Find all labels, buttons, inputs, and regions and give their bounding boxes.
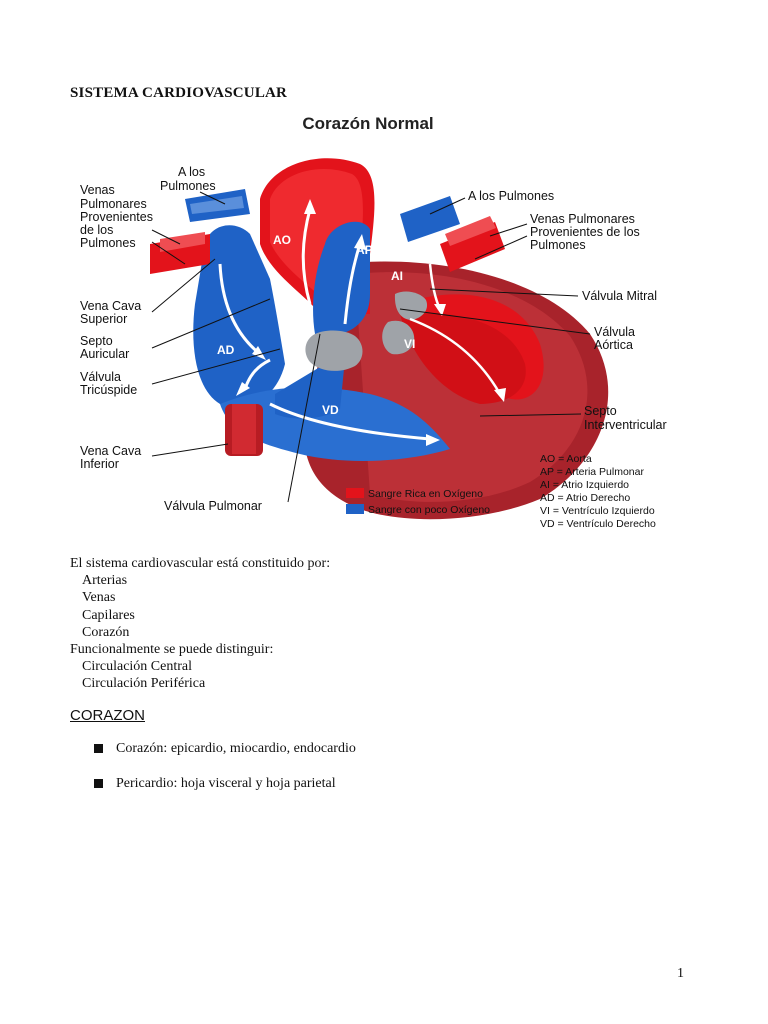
label-valvula-mitral: Válvula Mitral [582, 289, 657, 303]
page-number: 1 [677, 966, 684, 981]
label-valvula-aortica: Válvula Aórtica [594, 325, 638, 352]
list-item: Corazón [82, 624, 130, 640]
label-valvula-tricuspide: Válvula Tricúspide [80, 370, 137, 397]
list-item: Venas [82, 590, 116, 606]
chamber-ai: AI [391, 269, 403, 283]
label-a-los-pulmones-left: A los Pulmones [160, 165, 216, 193]
chamber-ad: AD [217, 343, 235, 357]
list-item: Arterias [82, 573, 128, 589]
legend-swatch-oxygenated [346, 488, 364, 498]
list-item: Circulación Periférica [82, 676, 206, 692]
legend-swatch-deoxygenated [346, 504, 364, 514]
label-venas-pulmonares-left: Venas Pulmonares Provenientes de los Pul… [80, 183, 156, 250]
list-item: Capilares [82, 607, 135, 623]
right-atrium [193, 225, 285, 408]
body-text: El sistema cardiovascular está constitui… [70, 555, 330, 693]
label-vena-cava-inferior: Vena Cava Inferior [80, 444, 145, 471]
septum [305, 330, 363, 371]
square-bullet-icon [94, 744, 103, 753]
chamber-ao: AO [273, 233, 291, 247]
list-item: Circulación Central [82, 659, 193, 675]
page-title: SISTEMA CARDIOVASCULAR [70, 85, 288, 101]
legend-label-oxygenated: Sangre Rica en Oxígeno [368, 488, 483, 500]
leader-lines [151, 191, 591, 503]
label-vena-cava-superior: Vena Cava Superior [80, 299, 145, 326]
section-heading: CORAZON [70, 707, 145, 724]
chamber-vd: VD [322, 403, 339, 417]
label-septo-interventricular: Septo Interventricular [584, 404, 667, 432]
square-bullet-icon [94, 779, 103, 788]
abbreviation-list: AO = Aorta AP = Arteria Pulmonar AI = At… [540, 453, 658, 530]
chamber-ap: AP [356, 243, 373, 257]
label-a-los-pulmones-right: A los Pulmones [468, 189, 554, 203]
functional-intro-line: Funcionalmente se puede distinguir: [70, 642, 274, 658]
legend-label-deoxygenated: Sangre con poco Oxígeno [368, 504, 490, 516]
heart-illustration: Corazón Normal [80, 114, 667, 530]
heart-diagram: Corazón Normal [70, 104, 700, 540]
chamber-vi: VI [404, 337, 415, 351]
label-venas-pulmonares-right: Venas Pulmonares Provenientes de los Pul… [530, 212, 643, 252]
pulmonary-artery [313, 221, 370, 334]
label-valvula-pulmonar: Válvula Pulmonar [164, 499, 262, 513]
figure-title: Corazón Normal [302, 114, 433, 133]
label-septo-auricular: Septo Auricular [80, 334, 129, 361]
intro-line: El sistema cardiovascular está constitui… [70, 556, 331, 571]
